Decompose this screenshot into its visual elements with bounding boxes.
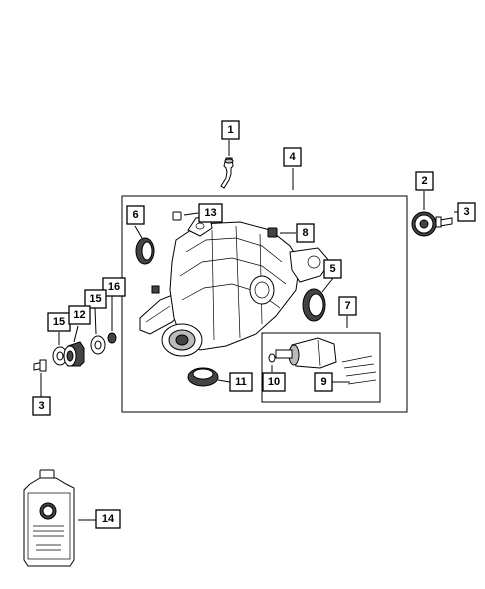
- svg-text:8: 8: [302, 227, 308, 239]
- svg-text:11: 11: [235, 376, 247, 388]
- axle-assembly-frame: [121, 195, 408, 413]
- differential-housing: [139, 215, 331, 357]
- callout-6: 6: [126, 205, 145, 225]
- svg-text:1: 1: [227, 124, 233, 136]
- actuator-sub-frame: [261, 332, 381, 403]
- flange-bolt-part: [435, 216, 453, 228]
- callout-8: 8: [296, 223, 315, 243]
- callout-3-right: 3: [457, 202, 476, 222]
- actuator-part: [275, 337, 337, 369]
- svg-text:4: 4: [289, 151, 296, 163]
- pinion-nut-part: [33, 359, 47, 372]
- svg-text:6: 6: [132, 209, 138, 221]
- callout-12: 12: [68, 305, 91, 325]
- callout-16: 16: [102, 277, 126, 297]
- svg-text:10: 10: [268, 376, 280, 388]
- actuator-bolts-part: [341, 355, 377, 385]
- callout-2: 2: [415, 171, 434, 191]
- callout-11: 11: [229, 372, 253, 392]
- callout-3-left: 3: [32, 396, 51, 416]
- callout-15-left: 15: [47, 312, 71, 332]
- svg-text:13: 13: [204, 207, 216, 219]
- callout-14: 14: [95, 509, 121, 529]
- svg-text:9: 9: [320, 376, 326, 388]
- svg-text:3: 3: [463, 206, 469, 218]
- axle-seal-left-part: [135, 237, 155, 265]
- leader-lines: [40, 140, 458, 521]
- svg-text:5: 5: [329, 263, 335, 275]
- svg-text:16: 16: [108, 281, 120, 293]
- pinion-seal-part: [187, 367, 219, 387]
- svg-text:7: 7: [344, 300, 350, 312]
- callout-10: 10: [262, 372, 286, 392]
- pinion-flange-part: [411, 211, 437, 237]
- spacer-part: [107, 332, 117, 344]
- callout-15-right: 15: [84, 289, 107, 309]
- o-ring-part: [268, 353, 276, 363]
- bearing-part: [63, 341, 85, 367]
- svg-text:12: 12: [73, 309, 85, 321]
- callout-9: 9: [314, 372, 333, 392]
- svg-text:14: 14: [102, 513, 115, 525]
- axle-seal-right-part: [302, 288, 326, 322]
- callout-5: 5: [323, 259, 342, 279]
- svg-text:2: 2: [421, 175, 427, 187]
- callout-13: 13: [198, 203, 223, 223]
- callout-1: 1: [221, 120, 240, 140]
- callout-4: 4: [283, 147, 302, 167]
- drain-plug-part: [267, 227, 278, 238]
- callout-7: 7: [338, 296, 357, 316]
- washer-right-part: [90, 335, 106, 355]
- vent-tube-part: [220, 157, 234, 189]
- fill-plug-part: [172, 211, 182, 221]
- svg-text:15: 15: [53, 316, 65, 328]
- svg-text:3: 3: [38, 400, 44, 412]
- svg-text:15: 15: [89, 293, 101, 305]
- oil-bottle-part: [23, 469, 75, 567]
